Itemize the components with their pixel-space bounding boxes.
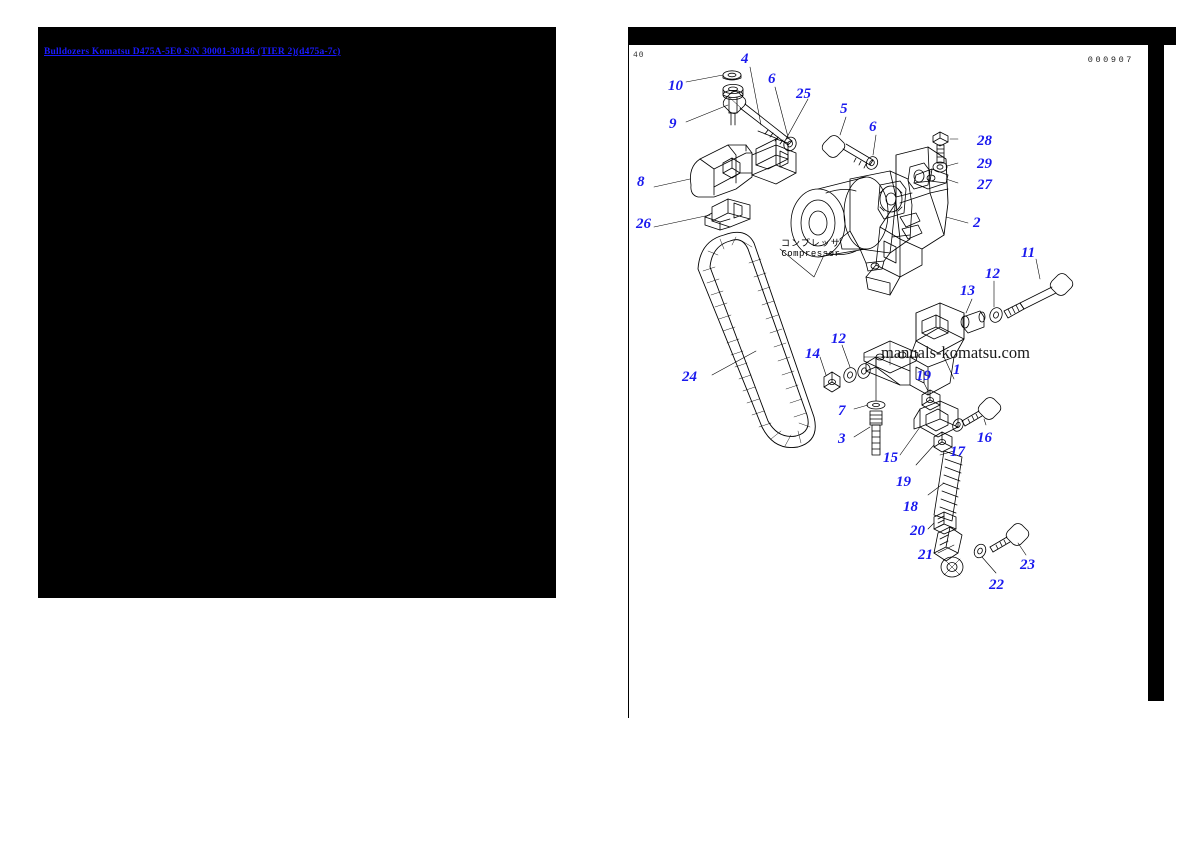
part-24-v-belt (697, 231, 816, 449)
sheet-left-border (628, 45, 629, 718)
corner-page-mark: 40 (633, 51, 645, 60)
part-22-washer (973, 543, 987, 559)
compressor-caption: コンプレッサ Compressor (781, 239, 841, 260)
callout-19a[interactable]: 19 (916, 368, 931, 384)
callout-25[interactable]: 25 (796, 86, 811, 102)
part-14-nut (823, 371, 841, 393)
callout-6a[interactable]: 6 (768, 71, 776, 87)
part-17-threaded-rod (933, 450, 963, 522)
callout-1[interactable]: 1 (953, 362, 961, 378)
part-11-bolt (1003, 273, 1074, 319)
callout-27[interactable]: 27 (977, 177, 992, 193)
callout-24[interactable]: 24 (682, 369, 697, 385)
callout-11[interactable]: 11 (1021, 245, 1036, 261)
callout-20[interactable]: 20 (910, 523, 925, 539)
part-2-mounting-bracket (865, 146, 949, 296)
callout-19b[interactable]: 19 (896, 474, 911, 490)
callout-10[interactable]: 10 (668, 78, 683, 94)
callout-18[interactable]: 18 (903, 499, 918, 515)
callout-4[interactable]: 4 (741, 51, 749, 67)
part-5-bolt (821, 135, 874, 169)
callout-29[interactable]: 29 (977, 156, 992, 172)
callout-12a[interactable]: 12 (985, 266, 1000, 282)
callout-16[interactable]: 16 (977, 430, 992, 446)
part-25-bracket (755, 130, 789, 170)
callout-26[interactable]: 26 (636, 216, 651, 232)
sheet-code-label: 000907 (1087, 55, 1134, 65)
callout-15[interactable]: 15 (883, 450, 898, 466)
callout-17[interactable]: 17 (950, 444, 965, 460)
part-3-bolt (869, 410, 883, 456)
parts-exploded-diagram (653, 66, 1074, 578)
callout-14[interactable]: 14 (805, 346, 820, 362)
part-12b-washer (843, 363, 871, 383)
part-15-bracket-block (913, 400, 959, 438)
part-7-washer (866, 356, 886, 410)
part-20-nut (933, 511, 957, 535)
part-4-bolt (722, 91, 793, 146)
document-title-link[interactable]: Bulldozers Komatsu D475A-5E0 S/N 30001-3… (44, 47, 341, 57)
callout-22[interactable]: 22 (989, 577, 1004, 593)
compressor-caption-jp: コンプレッサ (781, 239, 841, 249)
callout-5[interactable]: 5 (840, 101, 848, 117)
part-27-plate (913, 168, 949, 190)
callout-6b[interactable]: 6 (869, 119, 877, 135)
compressor-caption-en: Compressor (781, 249, 841, 260)
callout-12b[interactable]: 12 (831, 331, 846, 347)
right-black-bar (1148, 27, 1164, 701)
callout-8[interactable]: 8 (637, 174, 645, 190)
compressor-body (790, 170, 923, 272)
callout-21[interactable]: 21 (918, 547, 933, 563)
part-13-collar (960, 310, 986, 334)
callout-23[interactable]: 23 (1020, 557, 1035, 573)
part-19b-nut (933, 431, 953, 453)
left-black-panel: Bulldozers Komatsu D475A-5E0 S/N 30001-3… (38, 27, 556, 598)
site-watermark: manuals-komatsu.com (881, 343, 1030, 362)
part-23-bolt (989, 523, 1030, 553)
part-9-idler-pulley (722, 84, 744, 126)
part-21-rod-end (933, 526, 964, 578)
callout-2[interactable]: 2 (973, 215, 981, 231)
callout-13[interactable]: 13 (960, 283, 975, 299)
top-black-bar (628, 27, 1176, 45)
part-8-bracket (690, 144, 797, 198)
part-12a-washer (989, 307, 1003, 323)
part-10-washer (722, 70, 742, 81)
callout-3[interactable]: 3 (838, 431, 846, 447)
parts-diagram-panel: 40 000907 (628, 27, 1190, 718)
callout-9[interactable]: 9 (669, 116, 677, 132)
part-16-bolt (952, 397, 1002, 432)
part-6b-washer (865, 156, 879, 170)
callout-28[interactable]: 28 (977, 133, 992, 149)
part-24-belt-ribs (702, 236, 811, 447)
callout-7[interactable]: 7 (838, 403, 846, 419)
part-26-clamp (704, 198, 751, 231)
